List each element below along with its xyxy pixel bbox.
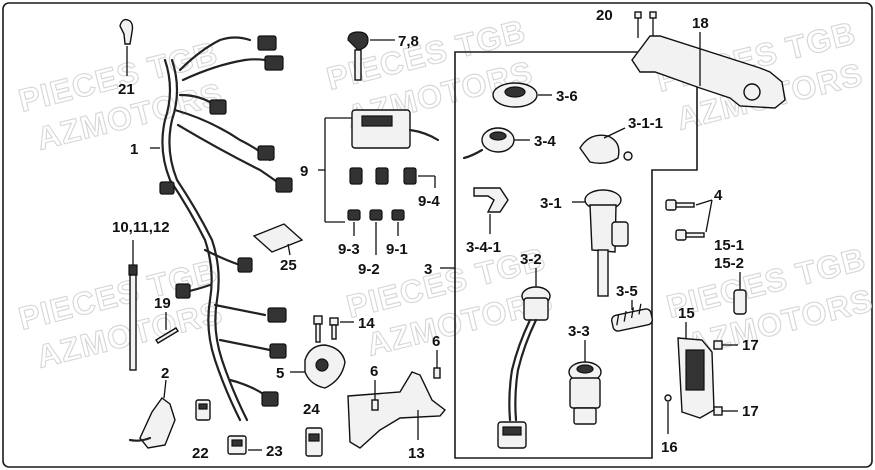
part-3-5-spring — [611, 300, 653, 332]
callout-label: 17 — [742, 337, 759, 354]
callout-label: 22 — [192, 445, 209, 462]
callout-label: 14 — [358, 315, 375, 332]
part-4-bolts — [665, 199, 713, 241]
callout-label: 9-1 — [386, 241, 408, 258]
callout-label: 9-2 — [358, 261, 380, 278]
part-20-bolts — [634, 11, 657, 38]
part-2-bracket — [128, 379, 176, 449]
part-5-sensor — [290, 344, 346, 389]
callout-label: 5 — [276, 365, 284, 382]
callout-label: 2 — [161, 365, 169, 382]
callout-label: 15-2 — [714, 255, 744, 272]
part-6-bolts — [371, 350, 441, 411]
callout-label: 1 — [130, 141, 138, 158]
callout-label: 23 — [266, 443, 283, 460]
part-25-plate — [252, 223, 304, 256]
part-3-3-lock — [568, 340, 602, 425]
callout-label: 3-3 — [568, 323, 590, 340]
callout-label: 19 — [154, 295, 171, 312]
part-22-connector — [195, 399, 211, 421]
part-14-screws — [313, 315, 354, 343]
callout-label: 3-5 — [616, 283, 638, 300]
part-9-relay-box — [318, 109, 440, 223]
callout-label: 3-4 — [534, 133, 556, 150]
callout-label: 21 — [118, 81, 135, 98]
callout-label: 13 — [408, 445, 425, 462]
callout-label: 4 — [714, 187, 723, 204]
callout-label: 3-1 — [540, 195, 562, 212]
callout-label: 17 — [742, 403, 759, 420]
part-16-screw — [664, 394, 672, 434]
part-24-connector — [305, 427, 323, 457]
callout-label: 9 — [300, 163, 308, 180]
callout-label: 3 — [424, 261, 432, 278]
part-18-bracket — [631, 32, 786, 109]
part-10-11-12-cable-tie — [128, 240, 138, 371]
part-17-screws — [713, 340, 738, 416]
callout-label: 16 — [661, 439, 678, 456]
part-3-1-switch — [572, 189, 629, 297]
callout-label: 15 — [678, 305, 695, 322]
callout-label: 20 — [596, 7, 613, 24]
part-7-8-key — [347, 31, 395, 81]
callout-label: 7,8 — [398, 33, 419, 50]
part-23-connector — [227, 435, 262, 455]
part-9-fuses — [347, 209, 405, 255]
part-3-6-cap — [492, 82, 552, 108]
part-3-2-lock-wire — [497, 268, 551, 449]
callout-label: 3-6 — [556, 88, 578, 105]
callout-label: 18 — [692, 15, 709, 32]
callout-label: 6 — [370, 363, 378, 380]
part-3-1-1-cover — [579, 127, 633, 165]
part-15-lamp — [677, 322, 715, 419]
callout-label: 3-4-1 — [466, 239, 501, 256]
part-3-4-1-clip — [473, 187, 509, 234]
callout-label: 25 — [280, 257, 297, 274]
callout-label: 3-1-1 — [628, 115, 663, 132]
part-9-4-relays — [349, 167, 436, 188]
part-3-4-lock — [462, 127, 530, 160]
callout-labels: 21 1 7,8 9 9-4 9-3 9-2 9-1 25 10,11,12 1… — [112, 7, 759, 462]
callout-label: 3-2 — [520, 251, 542, 268]
part-13-bracket — [347, 371, 447, 449]
callout-label: 9-4 — [418, 193, 440, 210]
part-19-pin — [155, 312, 179, 344]
callout-label: 6 — [432, 333, 440, 350]
callout-label: 10,11,12 — [112, 219, 170, 236]
part-21-clip — [119, 18, 134, 76]
part-1-wire-harness — [150, 35, 293, 422]
callout-label: 9-3 — [338, 241, 360, 258]
callout-label: 24 — [303, 401, 320, 418]
callout-label: 15-1 — [714, 237, 744, 254]
part-15-1-bulb — [733, 272, 747, 315]
